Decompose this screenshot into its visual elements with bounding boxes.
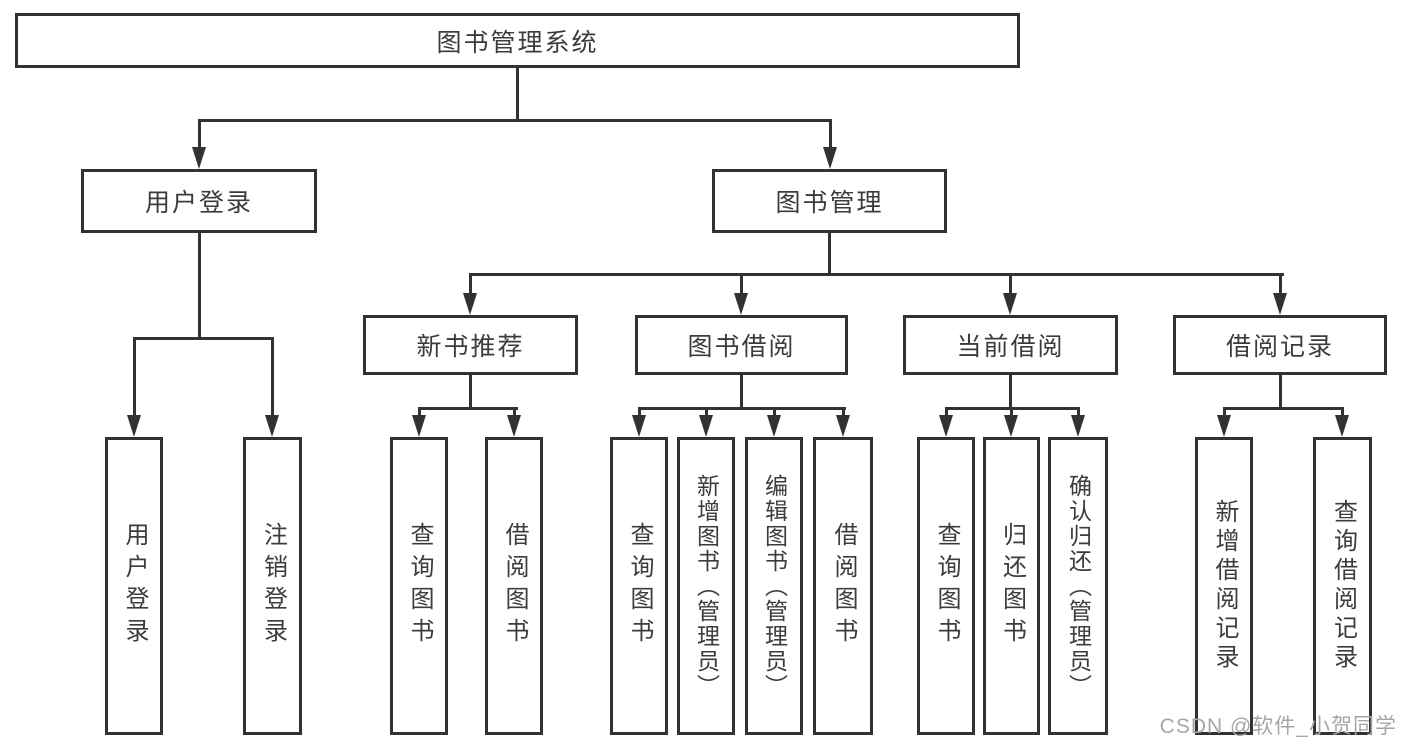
node-borrow-record: 借阅记录: [1173, 315, 1387, 375]
connector-line: [705, 407, 708, 419]
connector-line: [1009, 375, 1012, 410]
node-label: 查询借阅记录: [1329, 499, 1357, 673]
csdn-watermark: CSDN @软件_小贺同学: [1159, 715, 1397, 738]
arrow-down-icon: [1004, 415, 1018, 437]
arrow-down-icon: [1273, 293, 1287, 315]
connector-line: [469, 375, 472, 410]
arrow-down-icon: [939, 415, 953, 437]
arrow-down-icon: [1217, 415, 1231, 437]
node-label: 新增图书（管理员）: [693, 473, 720, 699]
node-label: 归还图书: [998, 522, 1026, 650]
arrow-down-icon: [767, 415, 781, 437]
connector-line: [1009, 273, 1012, 295]
leaf-borrow-book-1: 借阅图书: [485, 437, 543, 735]
node-new-book-recommend: 新书推荐: [363, 315, 578, 375]
leaf-query-book-3: 查询图书: [917, 437, 975, 735]
connector-line: [1279, 273, 1282, 295]
leaf-borrow-book-2: 借阅图书: [813, 437, 873, 735]
connector-line: [513, 407, 516, 419]
connector-line: [638, 407, 641, 419]
leaf-add-book-admin: 新增图书（管理员）: [677, 437, 735, 735]
arrow-down-icon: [192, 147, 206, 169]
arrow-down-icon: [1335, 415, 1349, 437]
leaf-user-login: 用户登录: [105, 437, 163, 735]
arrow-down-icon: [632, 415, 646, 437]
node-label: 查询图书: [626, 522, 653, 650]
node-label: 借阅图书: [501, 522, 528, 650]
connector-line: [198, 119, 832, 122]
arrow-down-icon: [265, 415, 279, 437]
node-label: 查询图书: [933, 522, 960, 650]
leaf-query-book-2: 查询图书: [610, 437, 668, 735]
node-label: 编辑图书（管理员）: [761, 473, 788, 699]
leaf-confirm-return-admin: 确认归还（管理员）: [1048, 437, 1108, 735]
connector-line: [1223, 407, 1226, 419]
node-root-system: 图书管理系统: [15, 13, 1020, 68]
node-label: 新书推荐: [416, 333, 525, 361]
leaf-query-borrow-record: 查询借阅记录: [1313, 437, 1372, 735]
connector-line: [1010, 407, 1013, 419]
node-label: 查询图书: [406, 522, 433, 650]
arrow-down-icon: [734, 293, 748, 315]
connector-line: [271, 337, 274, 419]
node-label: 图书借阅: [687, 333, 796, 361]
connector-line: [829, 119, 832, 151]
connector-line: [828, 233, 831, 276]
node-user-login: 用户登录: [81, 169, 317, 233]
connector-line: [469, 273, 1284, 276]
node-book-borrow: 图书借阅: [635, 315, 848, 375]
connector-line: [773, 407, 776, 419]
connector-line: [1279, 375, 1282, 410]
connector-line: [638, 407, 846, 410]
connector-line: [133, 337, 136, 419]
leaf-query-book-1: 查询图书: [390, 437, 448, 735]
arrow-down-icon: [1071, 415, 1085, 437]
connector-line: [740, 375, 743, 410]
arrow-down-icon: [1003, 293, 1017, 315]
arrow-down-icon: [836, 415, 850, 437]
connector-line: [418, 407, 518, 410]
connector-line: [1223, 407, 1344, 410]
connector-line: [740, 273, 743, 295]
connector-line: [418, 407, 421, 419]
node-book-management: 图书管理: [712, 169, 947, 233]
connector-line: [198, 233, 201, 340]
arrow-down-icon: [699, 415, 713, 437]
leaf-return-book: 归还图书: [983, 437, 1040, 735]
node-label: 用户登录: [121, 522, 148, 650]
connector-line: [1077, 407, 1080, 419]
connector-line: [198, 119, 201, 151]
node-label: 借阅记录: [1225, 333, 1334, 361]
leaf-add-borrow-record: 新增借阅记录: [1195, 437, 1253, 735]
node-label: 确认归还（管理员）: [1065, 473, 1092, 699]
leaf-logout: 注销登录: [243, 437, 302, 735]
connector-line: [945, 407, 948, 419]
node-label: 当前借阅: [956, 333, 1065, 361]
arrow-down-icon: [463, 293, 477, 315]
connector-line: [516, 68, 519, 122]
node-current-borrow: 当前借阅: [903, 315, 1118, 375]
node-label: 新增借阅记录: [1211, 499, 1238, 673]
node-label: 图书管理系统: [436, 28, 599, 57]
arrow-down-icon: [507, 415, 521, 437]
connector-line: [469, 273, 472, 295]
leaf-edit-book-admin: 编辑图书（管理员）: [745, 437, 803, 735]
node-label: 图书管理: [775, 189, 884, 217]
connector-line: [133, 337, 274, 340]
connector-line: [842, 407, 845, 419]
node-label: 注销登录: [259, 522, 287, 650]
connector-line: [1341, 407, 1344, 419]
node-label: 用户登录: [144, 189, 253, 217]
arrow-down-icon: [127, 415, 141, 437]
arrow-down-icon: [823, 147, 837, 169]
node-label: 借阅图书: [830, 522, 857, 650]
arrow-down-icon: [412, 415, 426, 437]
